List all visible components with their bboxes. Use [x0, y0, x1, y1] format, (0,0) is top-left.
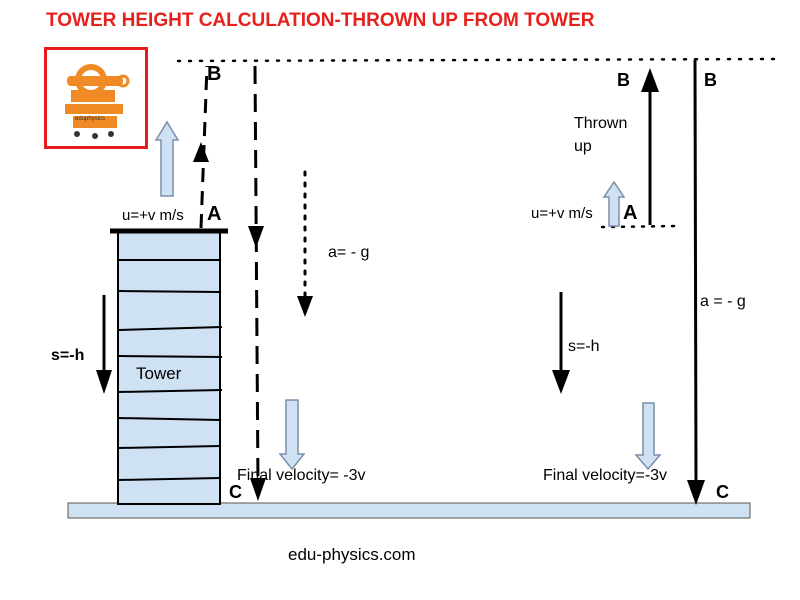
- right-displacement: s=-h: [568, 338, 600, 355]
- hollow-down-arrow-right: [634, 402, 662, 471]
- right-a-reference-line: [600, 224, 680, 229]
- top-reference-line: [176, 57, 780, 63]
- surveyor-logo-icon: [65, 64, 130, 139]
- long-down-arrow-right: [687, 59, 705, 505]
- page-title: TOWER HEIGHT CALCULATION-THROWN UP FROM …: [46, 10, 595, 31]
- left-acceleration: a= - g: [328, 244, 370, 261]
- right-point-c: C: [716, 482, 729, 502]
- left-displacement: s=-h: [51, 347, 85, 364]
- left-point-c: C: [229, 482, 242, 502]
- right-acceleration: a = - g: [700, 293, 746, 310]
- displacement-arrow-left: [96, 295, 112, 394]
- left-point-a: A: [207, 203, 222, 225]
- displacement-arrow-right: [552, 292, 570, 394]
- tower-label: Tower: [136, 364, 182, 383]
- dashed-up-arrow: [193, 65, 209, 229]
- thrown-up-line1: Thrown: [574, 115, 628, 132]
- left-final-velocity: Final velocity= -3v: [237, 467, 366, 484]
- hollow-up-arrow-right: [602, 180, 626, 227]
- left-point-b: B: [207, 63, 222, 85]
- right-point-b-right: B: [704, 70, 717, 90]
- logo: eduphysics: [44, 47, 148, 149]
- hollow-up-arrow-left: [154, 120, 180, 197]
- logo-text: eduphysics: [75, 116, 106, 122]
- dashed-down-arrow: [248, 65, 266, 501]
- left-initial-velocity: u=+v m/s: [122, 207, 184, 224]
- right-point-b-left: B: [617, 70, 630, 90]
- hollow-down-arrow-left: [278, 399, 306, 471]
- right-final-velocity: Final velocity=-3v: [543, 467, 668, 484]
- ground: [67, 502, 751, 519]
- thrown-up-arrow: [641, 68, 659, 225]
- right-initial-velocity: u=+v m/s: [531, 205, 593, 222]
- right-point-a: A: [623, 202, 638, 224]
- acceleration-arrow-left: [297, 170, 313, 317]
- footer-website: edu-physics.com: [288, 545, 416, 564]
- tower: [110, 228, 228, 505]
- thrown-up-line2: up: [574, 138, 592, 155]
